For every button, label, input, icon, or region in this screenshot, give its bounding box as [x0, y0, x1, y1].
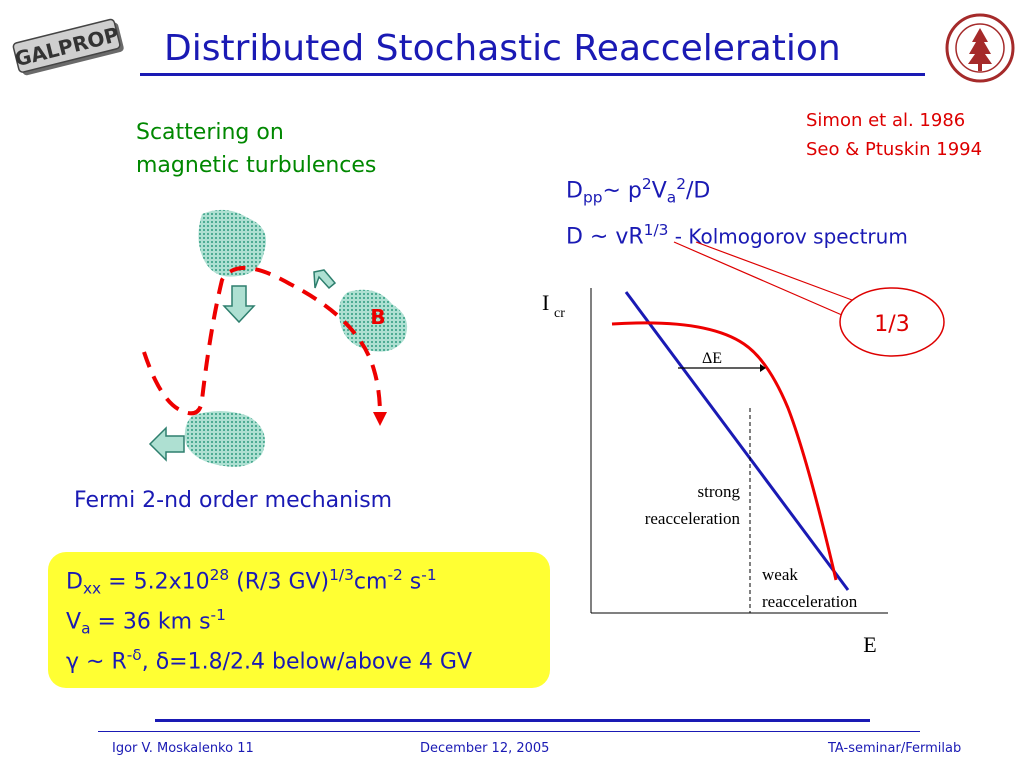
- field-arrow-upleft: [313, 269, 337, 290]
- turbulence-blob-bottom: [184, 411, 265, 467]
- turbulence-blob-top: [198, 209, 266, 277]
- title-underline: [140, 73, 925, 76]
- box-line-dxx: Dxx = 5.2x1028 (R/3 GV)1/3cm-2 s-1: [66, 566, 437, 598]
- delta-e-label: ΔE: [702, 350, 722, 367]
- b-label: B: [370, 305, 385, 329]
- equation-d-kolmogorov: D ~ vR1/3 - Kolmogorov spectrum: [566, 221, 908, 250]
- galprop-logo: GALPROP: [12, 18, 124, 76]
- field-arrow-down: [222, 285, 256, 324]
- scattering-line-2: magnetic turbulences: [136, 153, 377, 178]
- trajectory-arrowhead: [373, 412, 387, 426]
- fermi-caption: Fermi 2-nd order mechanism: [74, 488, 393, 513]
- footer-rule: [155, 719, 870, 722]
- references: Simon et al. 1986 Seo & Ptuskin 1994: [806, 106, 982, 164]
- turbulence-blob-right: [339, 289, 408, 352]
- x-axis-label: E: [863, 632, 876, 657]
- callout: 1/3: [673, 241, 945, 357]
- equation-dpp: Dpp~ p2Va2/D: [566, 175, 711, 207]
- scattering-caption: Scattering on magnetic turbulences: [136, 116, 376, 182]
- powerlaw-line: [624, 291, 850, 591]
- particle-trajectory: [142, 266, 382, 416]
- footer-rule-thin: [98, 731, 920, 732]
- y-axis-label-sub: cr: [554, 306, 565, 321]
- callout-label: 1/3: [874, 312, 909, 337]
- footer-author: Igor V. Moskalenko 11: [112, 741, 254, 756]
- slide-title: Distributed Stochastic Reacceleration: [164, 28, 841, 69]
- strong-label-2: reacceleration: [645, 509, 741, 528]
- parameter-box: [48, 552, 550, 688]
- footer-venue: TA-seminar/Fermilab: [828, 741, 962, 756]
- scattering-diagram: B: [142, 209, 408, 467]
- footer-date: December 12, 2005: [420, 741, 550, 756]
- reference-1: Simon et al. 1986: [806, 110, 966, 131]
- field-arrow-left: [148, 426, 185, 462]
- y-axis-label: I: [542, 290, 549, 315]
- reacceleration-plot: I cr E ΔE strong reacceleration weak rea…: [542, 288, 888, 657]
- weak-label-2: reacceleration: [762, 592, 858, 611]
- reference-2: Seo & Ptuskin 1994: [806, 139, 983, 160]
- box-line-va: Va = 36 km s-1: [66, 606, 226, 638]
- university-seal: [945, 13, 1015, 83]
- strong-label-1: strong: [698, 482, 741, 501]
- weak-label-1: weak: [762, 565, 798, 584]
- scattering-line-1: Scattering on: [136, 120, 284, 145]
- box-line-gamma: γ ~ R-δ, δ=1.8/2.4 below/above 4 GV: [66, 646, 472, 675]
- reaccelerated-curve: [611, 321, 838, 581]
